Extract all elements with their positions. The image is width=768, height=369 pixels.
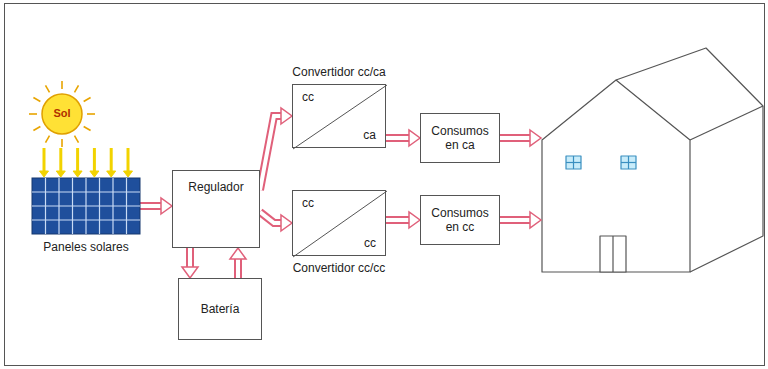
energy-flow-arrow [140, 198, 172, 214]
sun-ray [33, 98, 40, 102]
node-label: Consumos en cc [421, 196, 499, 244]
supply-arrow [500, 130, 541, 146]
sun-ray-arrow [59, 148, 62, 172]
sun-ray [84, 98, 91, 102]
load-box: Consumos en ca [420, 113, 500, 163]
arrowhead [409, 130, 420, 146]
energy-flow-arrow [386, 130, 420, 146]
load-box: Consumos en cc [420, 195, 500, 245]
arrowhead [182, 267, 198, 278]
sun-ray-arrow [127, 148, 130, 172]
door [600, 236, 626, 272]
arrowhead [161, 198, 172, 214]
arrow-outline [386, 216, 411, 224]
supply-arrow [500, 212, 541, 228]
arrowhead [281, 215, 292, 231]
sun-ray [61, 139, 63, 147]
arrowhead [124, 171, 133, 177]
energy-flow-arrow [260, 212, 292, 231]
arrowhead [40, 171, 49, 177]
sun-ray-arrow [76, 148, 79, 172]
sunlight-arrows [40, 148, 133, 177]
arrow-core [260, 116, 284, 190]
arrow-outline [260, 116, 283, 190]
node-label: cc [302, 90, 314, 104]
sun-ray [75, 136, 79, 143]
node-label: cc [302, 196, 314, 210]
energy-flow-arrow [386, 212, 420, 228]
arrow-outline [386, 134, 411, 142]
arrow-outline [234, 257, 242, 278]
sun-ray [46, 85, 50, 92]
arrowhead [73, 171, 82, 177]
arrow-core [386, 218, 412, 222]
sun-circle: Sol [40, 92, 84, 136]
node-heading: Convertidor cc/cc [253, 261, 425, 275]
converter-box: ccccConvertidor cc/cc [292, 190, 386, 256]
sun-ray-arrow [43, 148, 46, 172]
sun-ray [29, 113, 37, 115]
sun-ray-arrow [93, 148, 96, 172]
sun-rays [29, 81, 95, 147]
arrow-outline [140, 202, 163, 210]
arrowhead [409, 212, 420, 228]
figure-frame [5, 4, 765, 366]
energy-flow-arrow [182, 248, 198, 278]
sun-ray [61, 81, 63, 89]
arrow-outline [260, 212, 283, 223]
arrowhead [107, 171, 116, 177]
arrowhead [90, 171, 99, 177]
arrow-core [386, 136, 412, 140]
node-label: Regulador [173, 180, 259, 194]
sun-ray [33, 127, 40, 131]
energy-flow-arrow [230, 248, 246, 278]
node-label: Consumos en ca [421, 114, 499, 162]
panel-grid [32, 178, 140, 234]
regulator-box: Regulador [172, 170, 260, 248]
sun-ray-arrow [110, 148, 113, 172]
arrowhead [281, 108, 292, 124]
arrowhead [230, 248, 246, 259]
sun-ray [84, 127, 91, 131]
node-label: Batería [179, 279, 261, 339]
window [566, 156, 581, 169]
node-label: Sol [40, 92, 84, 136]
sun-ray [75, 85, 79, 92]
node-label: ca [363, 128, 376, 142]
battery-box: Batería [178, 278, 262, 340]
arrow-outline [186, 248, 194, 269]
solar-panel: Paneles solares [32, 178, 140, 234]
node-label: cc [364, 236, 376, 250]
energy-flow-arrow [260, 108, 292, 190]
house-illustration [542, 48, 763, 272]
node-heading: Convertidor cc/ca [253, 65, 425, 79]
arrowhead [56, 171, 65, 177]
sun-ray [46, 136, 50, 143]
converter-box: Convertidor cc/caccca [292, 84, 386, 148]
window [621, 156, 636, 169]
node-heading: Paneles solares [0, 240, 180, 254]
sun-ray [87, 113, 95, 115]
